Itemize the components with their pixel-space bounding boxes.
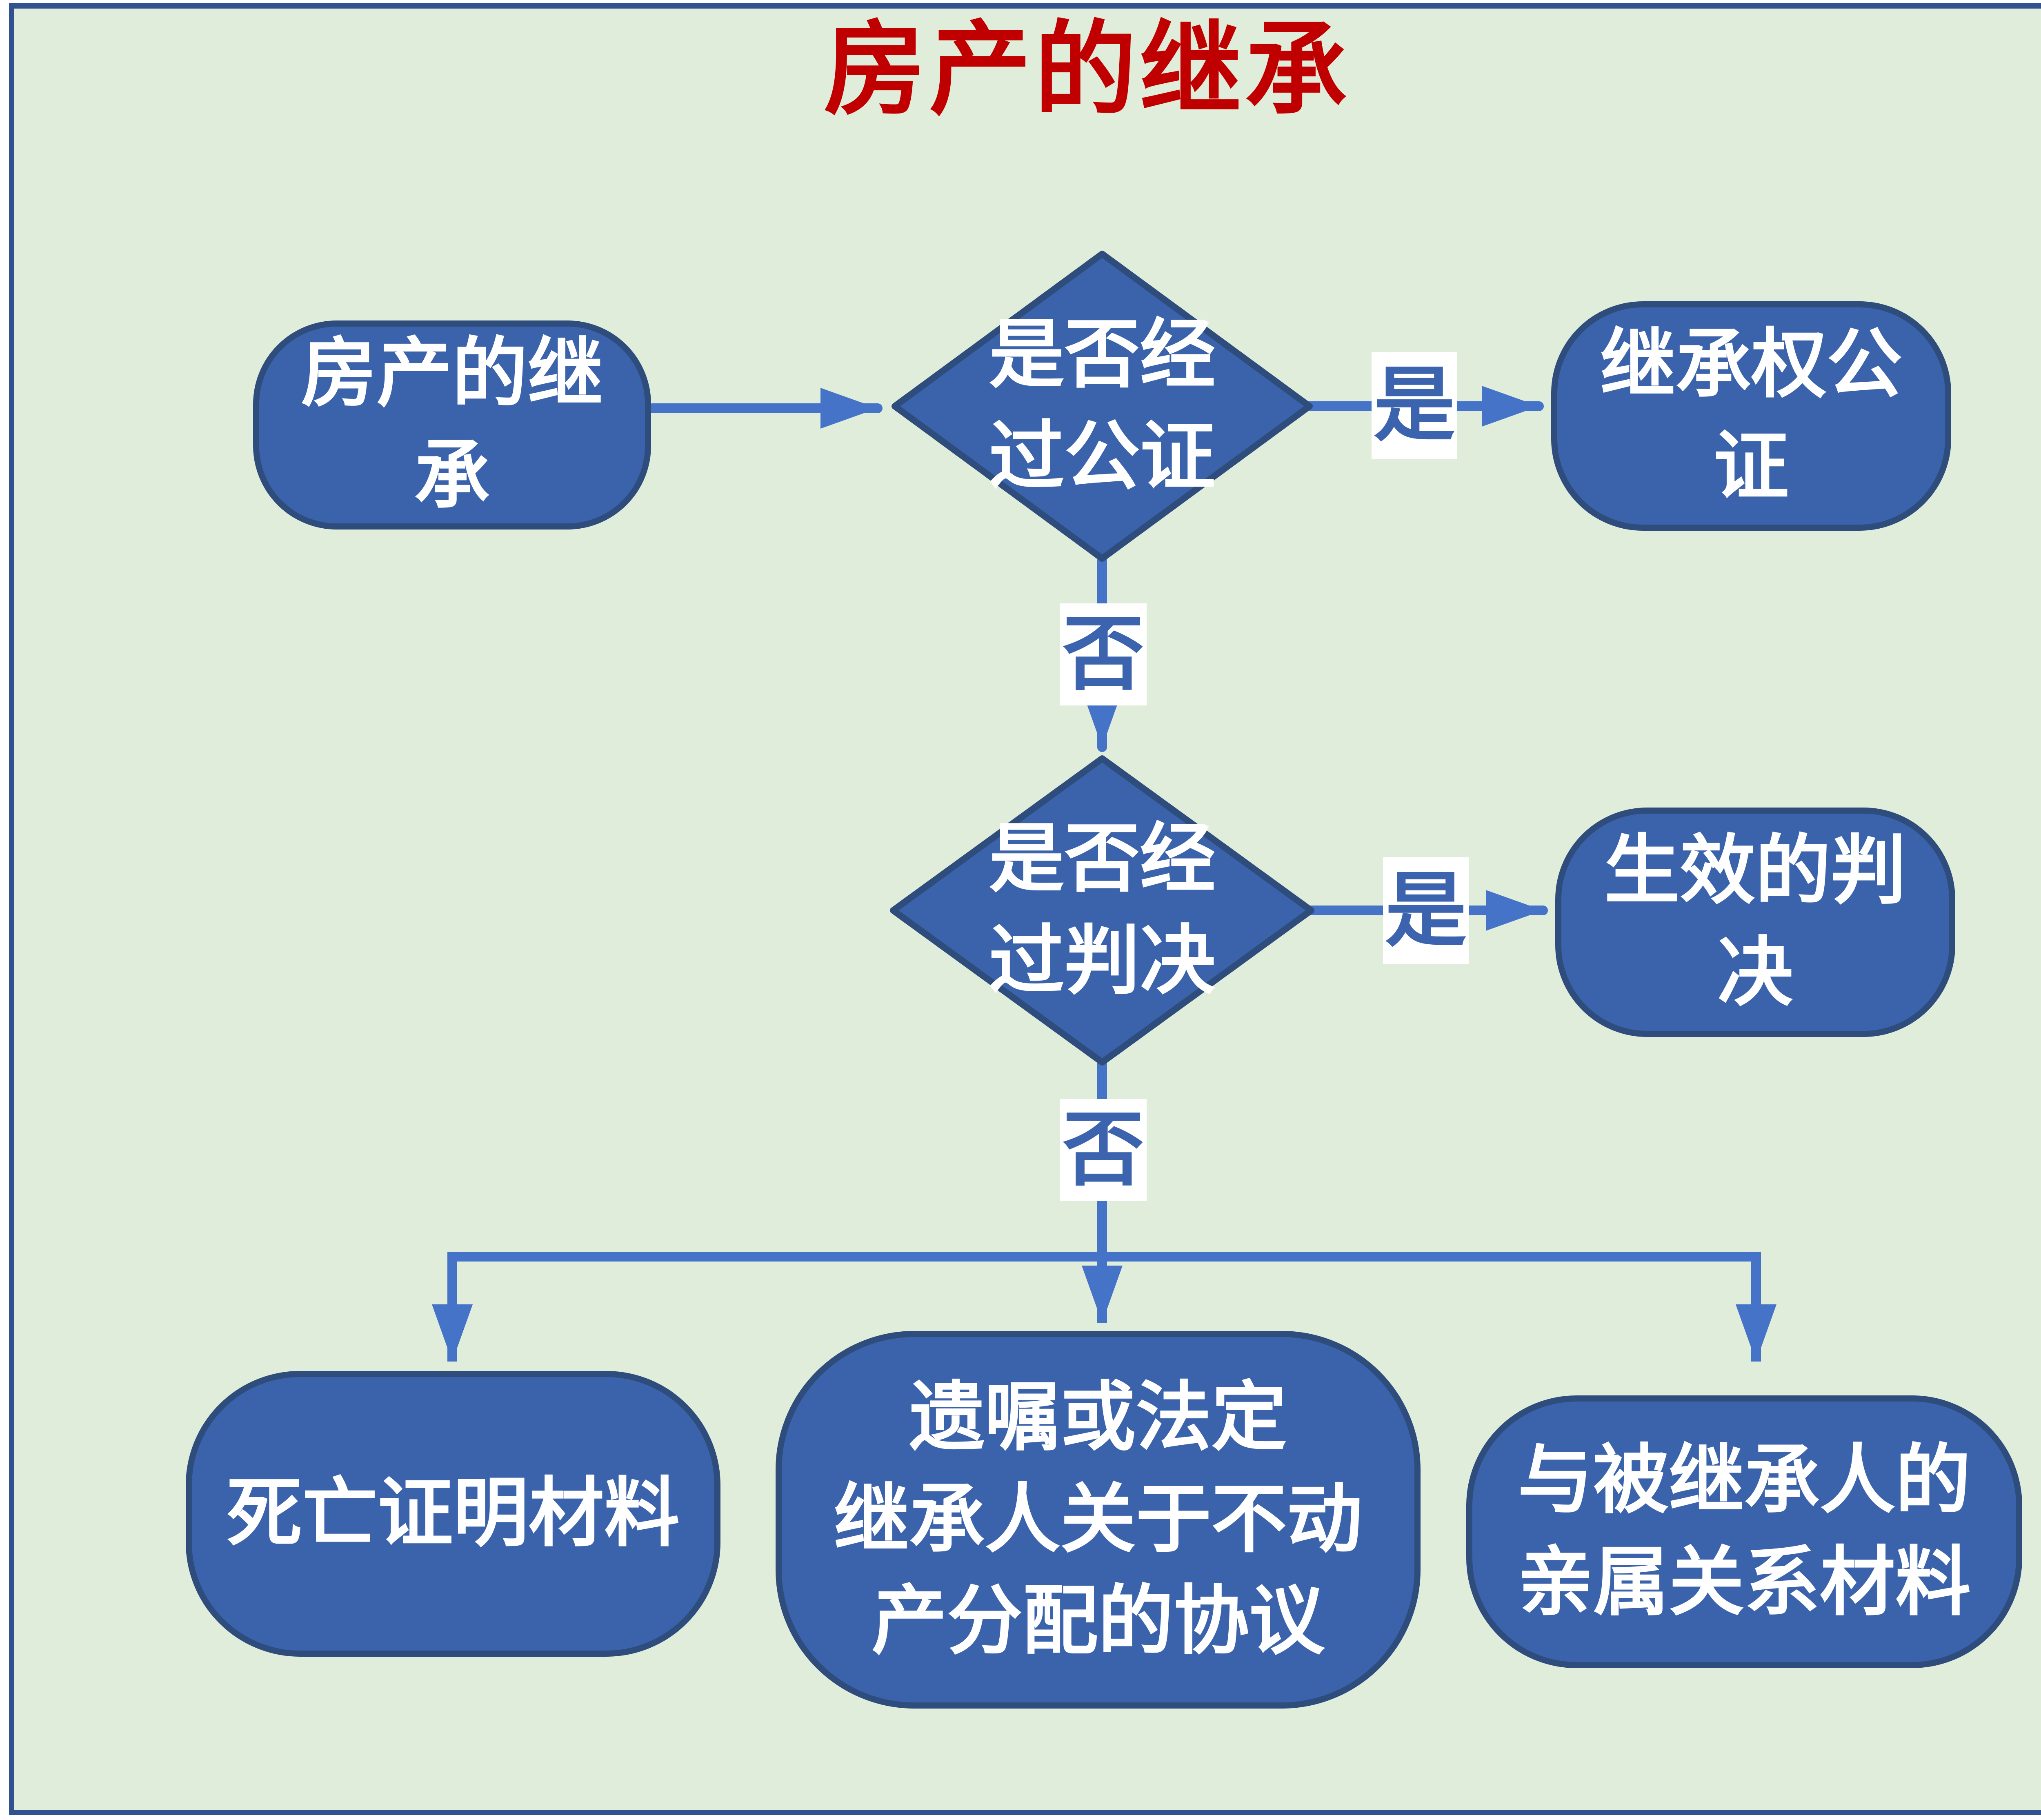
node-death-certificate: 死亡证明材料 [186, 1371, 720, 1657]
edge-label-notarized-yes: 是 [1372, 352, 1457, 459]
node-notary-result: 继承权公 证 [1551, 301, 1951, 531]
decision-judged: 是否经 过判决 [918, 817, 1286, 1003]
edge-label-judged-no: 否 [1060, 1099, 1147, 1201]
node-judgment-result: 生效的判 决 [1555, 808, 1955, 1037]
decision-notarized-label: 是否经 过公证 [989, 313, 1216, 499]
node-kinship-materials: 与被继承人的 亲属关系材料 [1466, 1395, 2022, 1668]
decision-notarized-shape [892, 251, 1313, 562]
edge-label-judged-yes: 是 [1383, 857, 1469, 964]
node-judgment-result-label: 生效的判 决 [1604, 829, 1906, 1015]
decision-judged-label: 是否经 过判决 [989, 817, 1216, 1003]
node-start: 房产的继 承 [253, 320, 651, 530]
node-kinship-materials-label: 与被继承人的 亲属关系材料 [1518, 1438, 1971, 1624]
node-start-label: 房产的继 承 [301, 332, 603, 518]
node-distribution-agreement-label: 遗嘱或法定 继承人关于不动 产分配的协议 [834, 1375, 1363, 1664]
node-death-certificate-label: 死亡证明材料 [227, 1471, 680, 1556]
decision-judged-shape [890, 755, 1314, 1066]
page-title: 房产的继承 [824, 14, 1350, 127]
decision-notarized: 是否经 过公证 [918, 313, 1286, 499]
node-distribution-agreement: 遗嘱或法定 继承人关于不动 产分配的协议 [776, 1331, 1421, 1709]
node-notary-result-label: 继承权公 证 [1600, 323, 1902, 509]
edge-label-notarized-no: 否 [1060, 603, 1147, 705]
